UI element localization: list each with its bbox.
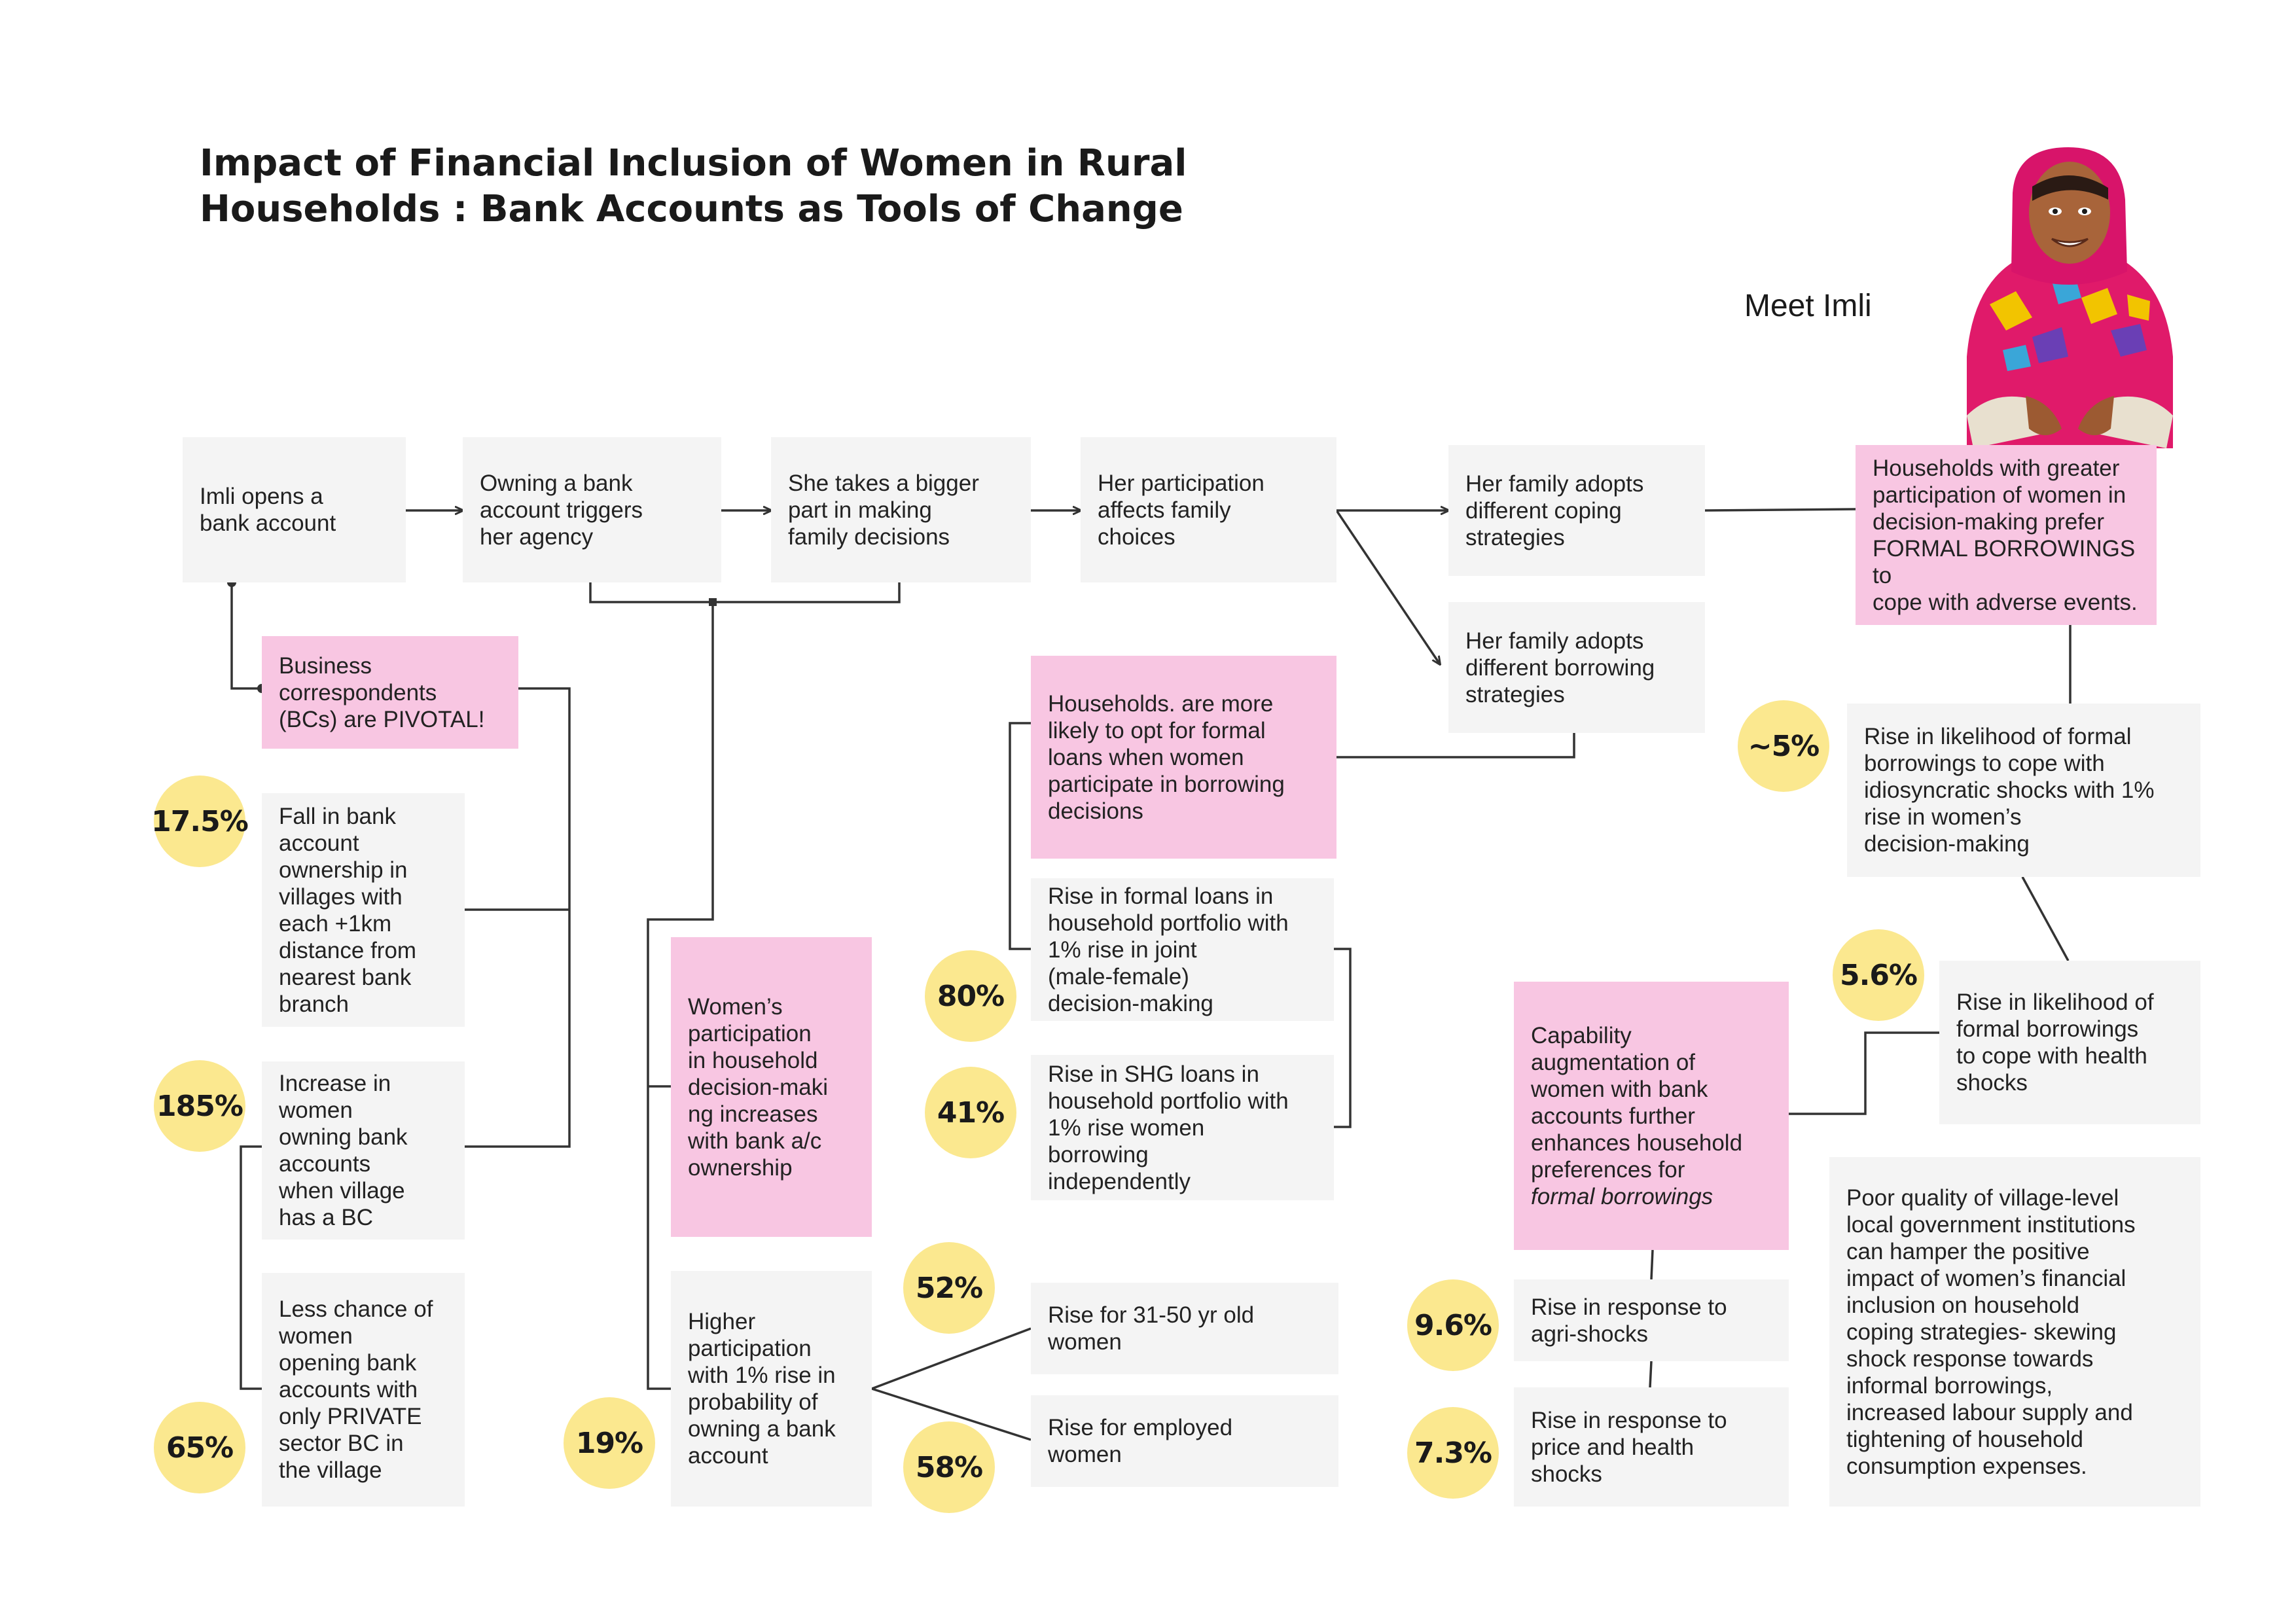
stat-circle-health-shocks: 5.6% [1833,929,1924,1021]
capability-augmentation-text: Capability augmentation of women with ba… [1531,1022,1742,1210]
capability-augmentation-box: Capability augmentation of women with ba… [1514,982,1789,1250]
stat-circle-shg-loans: 41% [925,1067,1016,1158]
stat-circle-private-bc: 65% [154,1402,245,1493]
stat-circle-agri-shocks: 9.6% [1407,1279,1499,1371]
coping-strategies-text: Her family adopts different coping strat… [1465,471,1644,550]
poor-quality-institutions-text: Poor quality of village-level local gove… [1846,1185,2136,1479]
stat-circle-age-group: 52% [903,1242,995,1334]
borrowing-strategies-text: Her family adopts different borrowing st… [1465,628,1655,707]
imli-illustration [1967,147,2173,448]
age-group-box: Rise for 31-50 yr old women [1031,1283,1338,1374]
bc-increase-text: Increase in women owning bank accounts w… [279,1071,408,1230]
joint-decision-text: Rise in formal loans in household portfo… [1048,883,1289,1016]
shg-loans-box: Rise in SHG loans in household portfolio… [1031,1055,1334,1200]
private-bc-box: Less chance of women opening bank accoun… [262,1273,465,1507]
participation-headline-text: Women’s participation in household decis… [688,993,828,1181]
capability-augmentation-main: Capability augmentation of women with ba… [1531,1022,1743,1183]
health-shocks-box: Rise in likelihood of formal borrowings … [1939,961,2200,1124]
employed-text: Rise for employed women [1048,1415,1233,1467]
bc-pivotal-box: Business correspondents (BCs) are PIVOTA… [262,636,518,749]
poor-quality-institutions-box: Poor quality of village-level local gove… [1829,1157,2200,1507]
agri-shocks-text: Rise in response to agri-shocks [1531,1294,1727,1347]
bc-increase-box: Increase in women owning bank accounts w… [262,1061,465,1240]
formal-loans-headline-box: Households. are more likely to opt for f… [1031,656,1336,859]
distance-fall-text: Fall in bank account ownership in villag… [279,803,417,1017]
capability-augmentation-italic: formal borrowings [1531,1183,1713,1209]
higher-participation-box: Higher participation with 1% rise in pro… [671,1271,872,1507]
coping-strategies-box: Her family adopts different coping strat… [1448,445,1705,576]
participation-headline-box: Women’s participation in household decis… [671,937,872,1237]
stat-circle-distance: 17.5% [151,776,249,867]
stat-circle-idiosyncratic: ~5% [1738,700,1829,792]
private-bc-text: Less chance of women opening bank accoun… [279,1296,433,1483]
stat-circle-bc-increase: 185% [154,1060,245,1152]
stat-circle-joint-decision: 80% [925,950,1016,1042]
flow-step-family-choices-text: Her participation affects family choices [1098,470,1265,550]
agri-shocks-box: Rise in response to agri-shocks [1514,1279,1789,1361]
idiosyncratic-shocks-text: Rise in likelihood of formal borrowings … [1864,724,2155,857]
meet-imli-label: Meet Imli [1744,289,1872,323]
age-group-text: Rise for 31-50 yr old women [1048,1302,1255,1355]
employed-box: Rise for employed women [1031,1395,1338,1487]
price-shocks-text: Rise in response to price and health sho… [1531,1407,1727,1487]
flow-step-decisions-text: She takes a bigger part in making family… [788,470,979,550]
idiosyncratic-shocks-box: Rise in likelihood of formal borrowings … [1847,704,2200,877]
stat-circle-higher-participation: 19% [564,1397,655,1489]
joint-decision-box: Rise in formal loans in household portfo… [1031,878,1334,1021]
bc-pivotal-text: Business correspondents (BCs) are PIVOTA… [279,652,485,732]
price-shocks-box: Rise in response to price and health sho… [1514,1387,1789,1507]
flow-step-decisions: She takes a bigger part in making family… [771,437,1031,582]
shg-loans-text: Rise in SHG loans in household portfolio… [1048,1061,1289,1194]
flow-step-open-account-text: Imli opens a bank account [200,484,336,536]
stat-circle-price-shocks: 7.3% [1407,1407,1499,1499]
stat-circle-employed: 58% [903,1421,995,1513]
borrowing-strategies-box: Her family adopts different borrowing st… [1448,602,1705,733]
health-shocks-text: Rise in likelihood of formal borrowings … [1956,990,2154,1096]
flow-step-family-choices: Her participation affects family choices [1081,437,1336,582]
formal-borrowing-preference-box: Households with greater participation of… [1856,445,2157,625]
distance-fall-box: Fall in bank account ownership in villag… [262,793,465,1027]
flow-step-open-account: Imli opens a bank account [183,437,406,582]
higher-participation-text: Higher participation with 1% rise in pro… [688,1309,836,1469]
flow-step-agency: Owning a bank account triggers her agenc… [463,437,721,582]
page-title: Impact of Financial Inclusion of Women i… [200,142,1187,230]
flow-step-agency-text: Owning a bank account triggers her agenc… [480,470,643,550]
formal-borrowing-preference-text: Households with greater participation of… [1873,455,2138,615]
formal-loans-headline-text: Households. are more likely to opt for f… [1048,690,1285,824]
